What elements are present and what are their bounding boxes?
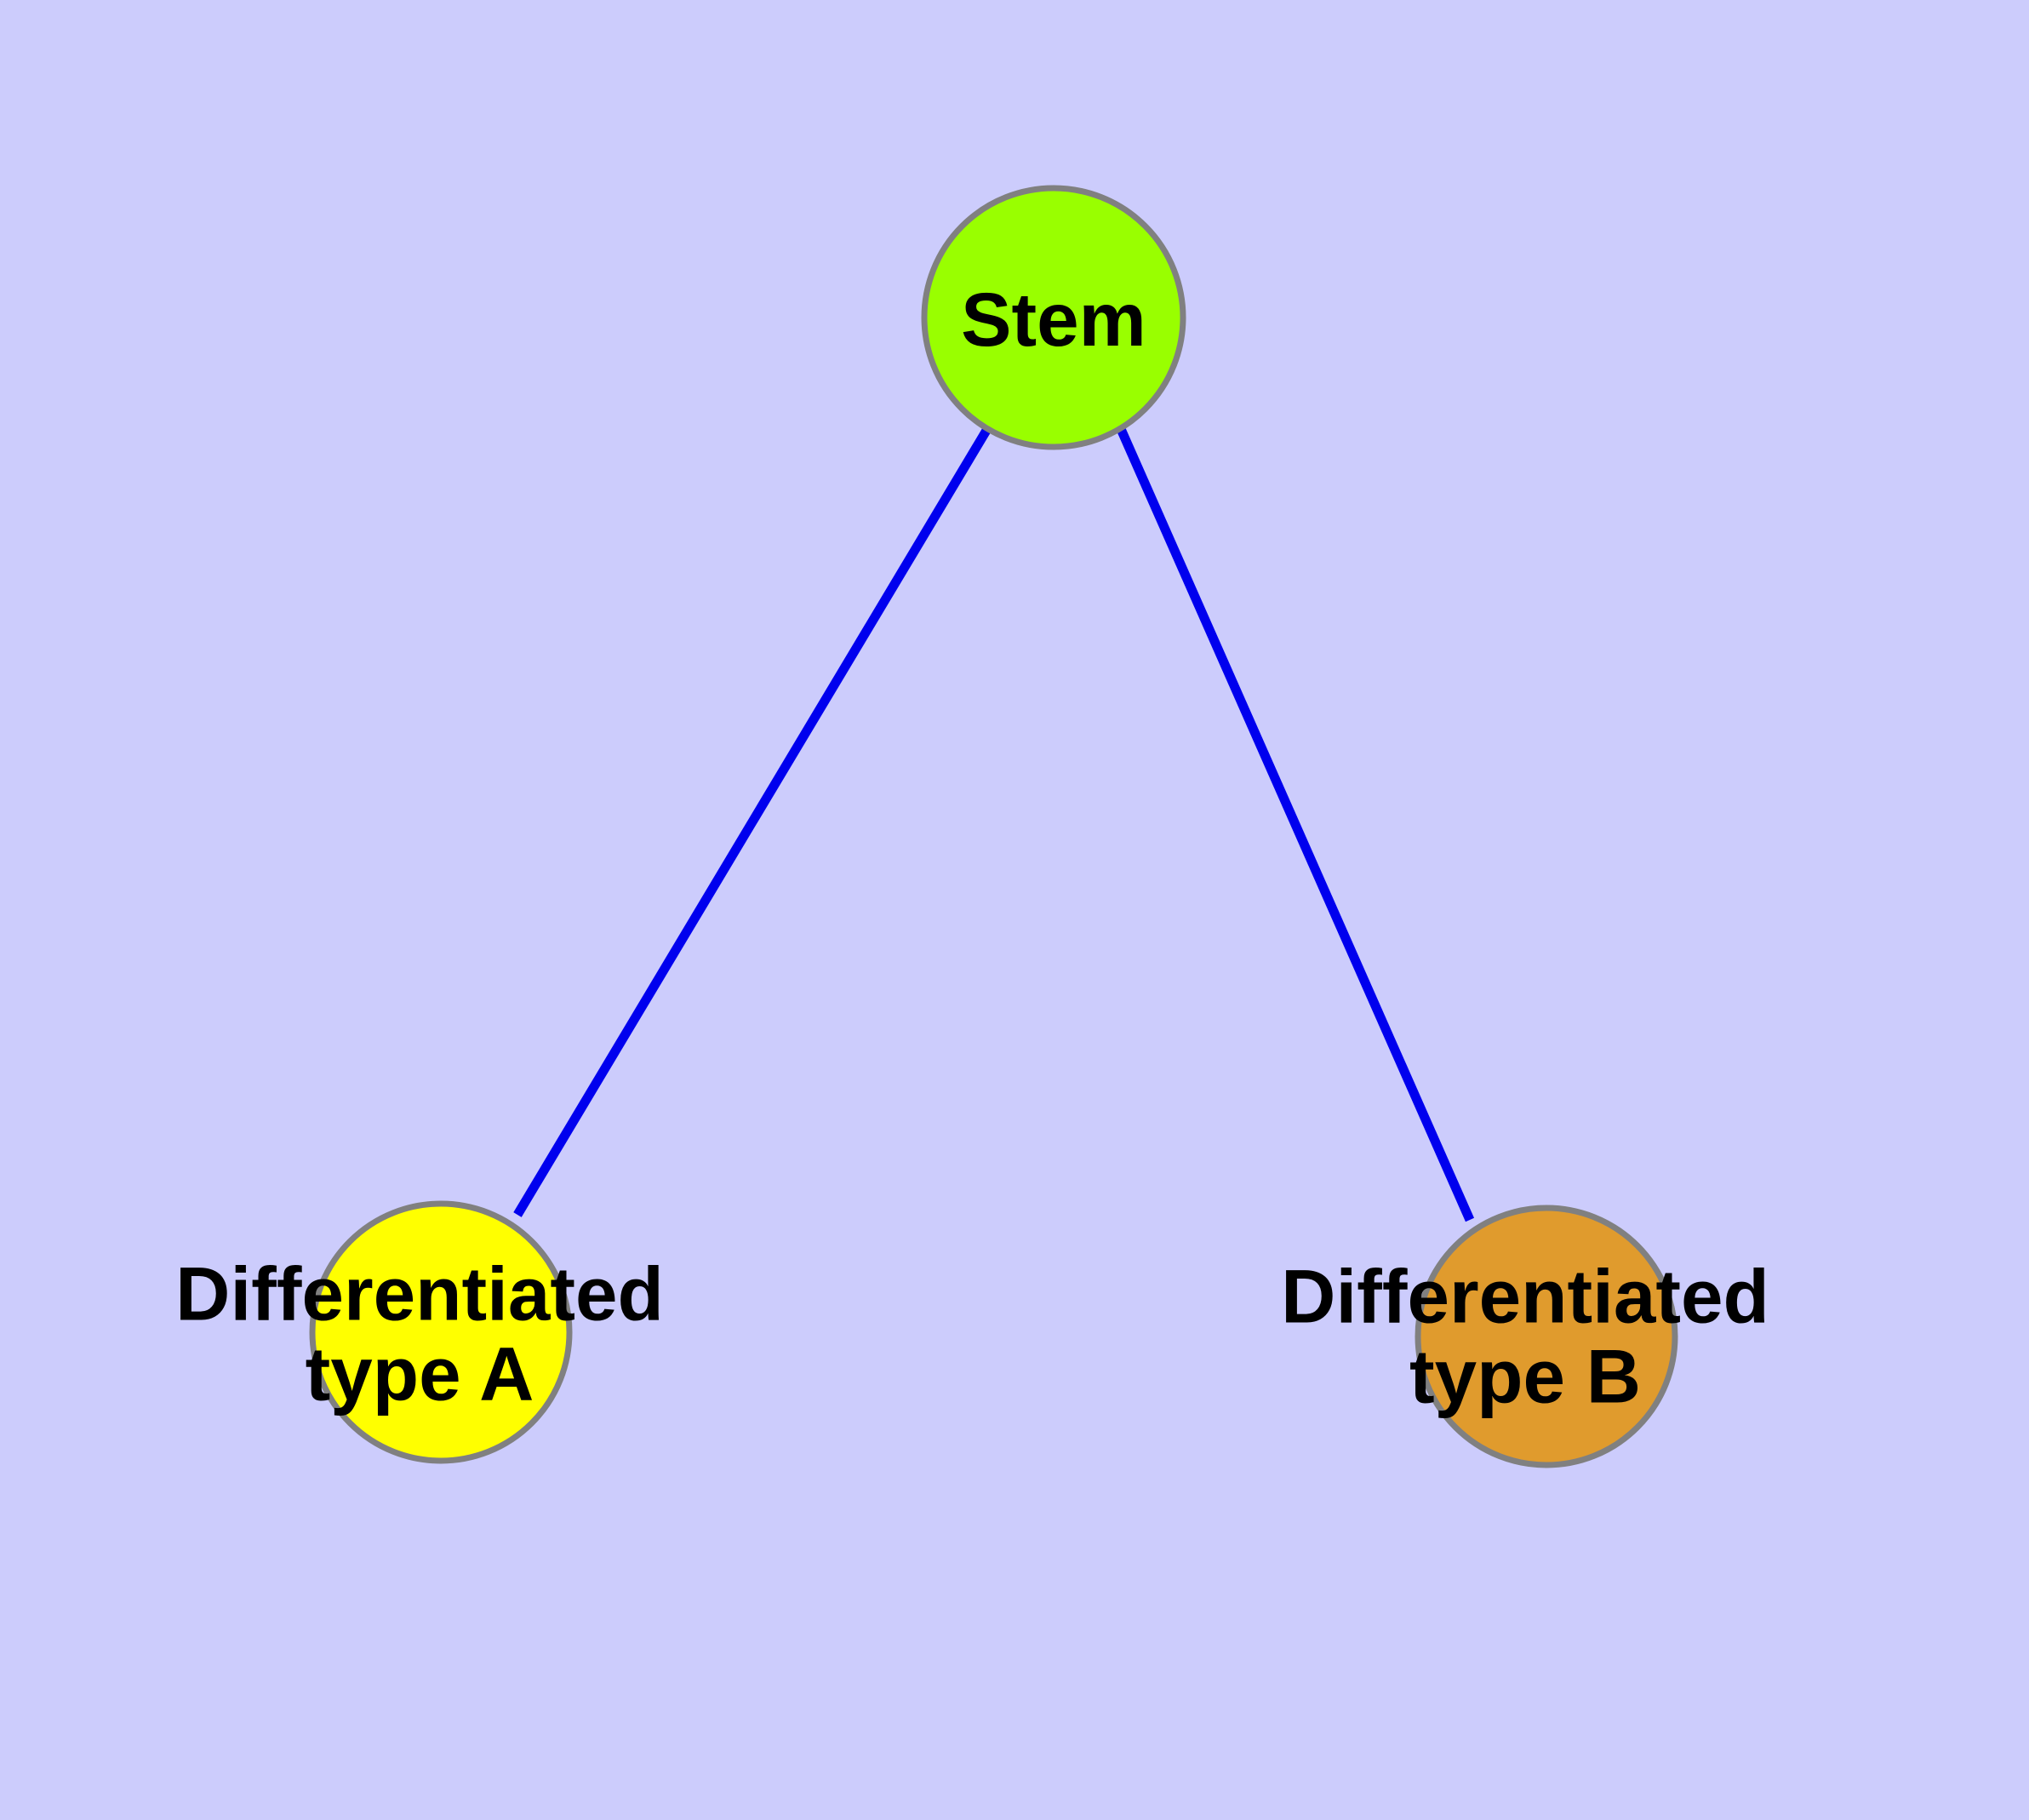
edge-stem-to-diff-b[interactable] (1116, 426, 1475, 1222)
edge-layer (513, 426, 1475, 1222)
node-stem[interactable] (921, 185, 1186, 450)
node-layer (309, 185, 1678, 1468)
edge-stem-to-diff-a[interactable] (513, 426, 992, 1217)
node-differentiated-type-b[interactable] (1415, 1205, 1678, 1468)
node-differentiated-type-a[interactable] (309, 1200, 573, 1464)
